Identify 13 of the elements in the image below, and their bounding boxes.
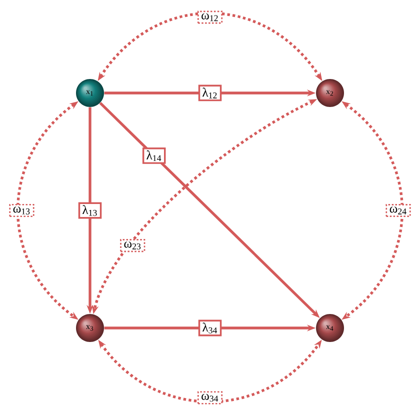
node-label: x$_{4}$ [326, 325, 334, 331]
edge-label: λ$_{34}$ [198, 320, 222, 336]
node-label: x$_{2}$ [326, 90, 333, 96]
edge-label: ω$_{13}$ [9, 204, 34, 218]
edge-label: ω$_{34}$ [197, 391, 223, 404]
edge-label: λ$_{12}$ [198, 84, 222, 102]
edge-label: λ$_{13}$ [78, 202, 102, 219]
node-label: x$_{1}$ [86, 90, 93, 96]
edge-label: λ$_{14}$ [142, 148, 166, 164]
edge-label: ω$_{24}$ [386, 204, 411, 217]
edge-label: ω$_{23}$ [120, 239, 146, 252]
edge-label: ω$_{12}$ [197, 10, 223, 24]
node-label: x$_{3}$ [86, 325, 94, 331]
